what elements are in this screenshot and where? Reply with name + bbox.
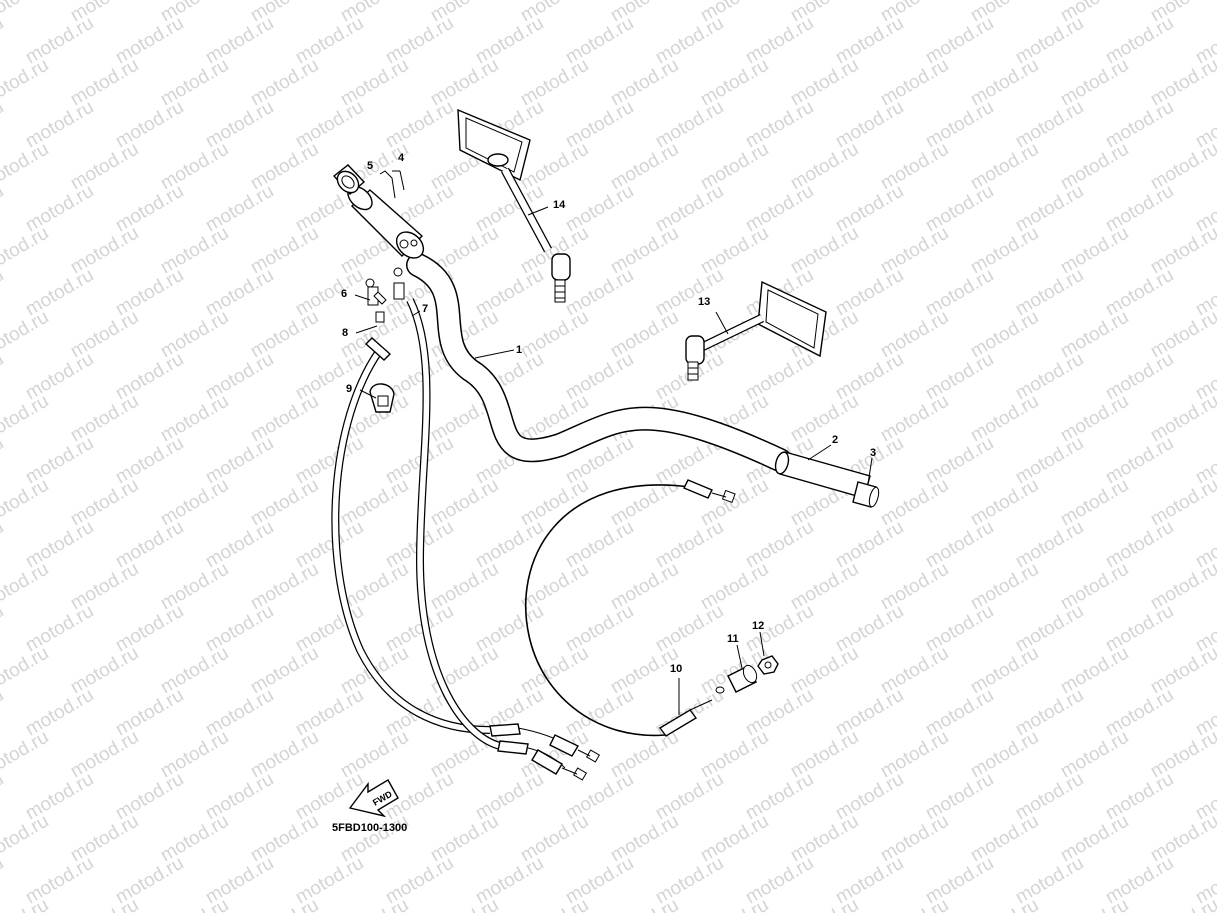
leader-lines (354, 170, 873, 715)
watermark-text: motod.ru (1147, 895, 1217, 913)
watermark-text: motod.ru (0, 307, 52, 363)
part-label-2: 2 (832, 434, 838, 446)
cable-adjuster[interactable] (365, 278, 387, 306)
part-label-10: 10 (670, 663, 682, 675)
watermark-text: motod.ru (787, 895, 862, 913)
watermark-text: motod.ru (0, 349, 7, 405)
diagram-code: 5FBD100-1300 (332, 822, 407, 834)
watermark-text: motod.ru (337, 895, 412, 913)
watermark-text: motod.ru (0, 769, 7, 825)
watermark-text: motod.ru (967, 895, 1042, 913)
watermark-text: motod.ru (0, 433, 7, 489)
part-labels: 1 2 3 4 5 6 7 8 9 10 11 12 13 14 (341, 152, 876, 675)
watermark-text: motod.ru (0, 559, 52, 615)
throttle-grip-end[interactable] (332, 164, 366, 197)
part-label-8: 8 (342, 327, 348, 339)
part-label-4: 4 (398, 152, 405, 164)
cable-bushing[interactable] (727, 663, 759, 693)
watermark-text: motod.ru (697, 895, 772, 913)
watermark-text: motod.ru (247, 895, 322, 913)
watermark-text: motod.ru (427, 895, 502, 913)
watermark-text: motod.ru (0, 811, 52, 867)
watermark-text: motod.ru (0, 601, 7, 657)
watermark-text: motod.ru (0, 181, 7, 237)
clutch-cable[interactable] (525, 479, 736, 737)
watermark-text: motod.ru (0, 139, 52, 195)
part-label-1: 1 (516, 344, 522, 356)
part-label-5: 5 (367, 160, 373, 172)
part-label-9: 9 (346, 383, 352, 395)
watermark-text: motod.ru (67, 895, 142, 913)
watermark-text: motod.ru (0, 265, 7, 321)
watermark-text: motod.ru (1057, 895, 1132, 913)
mirror-left[interactable] (457, 108, 571, 303)
part-label-12: 12 (752, 620, 764, 632)
throttle-cable[interactable] (331, 267, 601, 781)
part-label-11: 11 (727, 633, 739, 645)
part-label-6: 6 (341, 288, 347, 300)
watermark-text: motod.ru (157, 895, 232, 913)
part-label-3: 3 (870, 447, 876, 459)
cable-clamp[interactable] (369, 383, 395, 413)
grip-right[interactable] (773, 451, 871, 499)
watermark-text: motod.ru (0, 55, 52, 111)
watermark-text: motod.ru (607, 895, 682, 913)
watermark-text: motod.ru (0, 643, 52, 699)
part-label-7: 7 (422, 303, 428, 315)
part-label-14: 14 (553, 199, 566, 211)
watermark-text: motod.ru (0, 223, 52, 279)
part-label-13: 13 (698, 296, 710, 308)
watermark-text: motod.ru (877, 895, 952, 913)
watermark-text: motod.ru (0, 475, 52, 531)
watermark-text: motod.ru (0, 97, 7, 153)
watermark-text: motod.ru (0, 727, 52, 783)
watermark-text: motod.ru (517, 895, 592, 913)
watermark-text: motod.ru (0, 517, 7, 573)
watermark-text: motod.ru (0, 853, 7, 909)
watermark-text: motod.ru (0, 13, 7, 69)
forward-direction-arrow: FWD (348, 779, 399, 818)
watermark-text: motod.ru (0, 0, 52, 26)
mirror-right[interactable] (685, 280, 827, 381)
watermark-text: motod.ru (0, 391, 52, 447)
grip-end-cap[interactable] (852, 481, 880, 508)
watermark-text: motod.ru (0, 685, 7, 741)
cable-joint[interactable] (364, 311, 392, 361)
lock-nut[interactable] (757, 655, 779, 675)
handlebar[interactable] (406, 253, 792, 472)
